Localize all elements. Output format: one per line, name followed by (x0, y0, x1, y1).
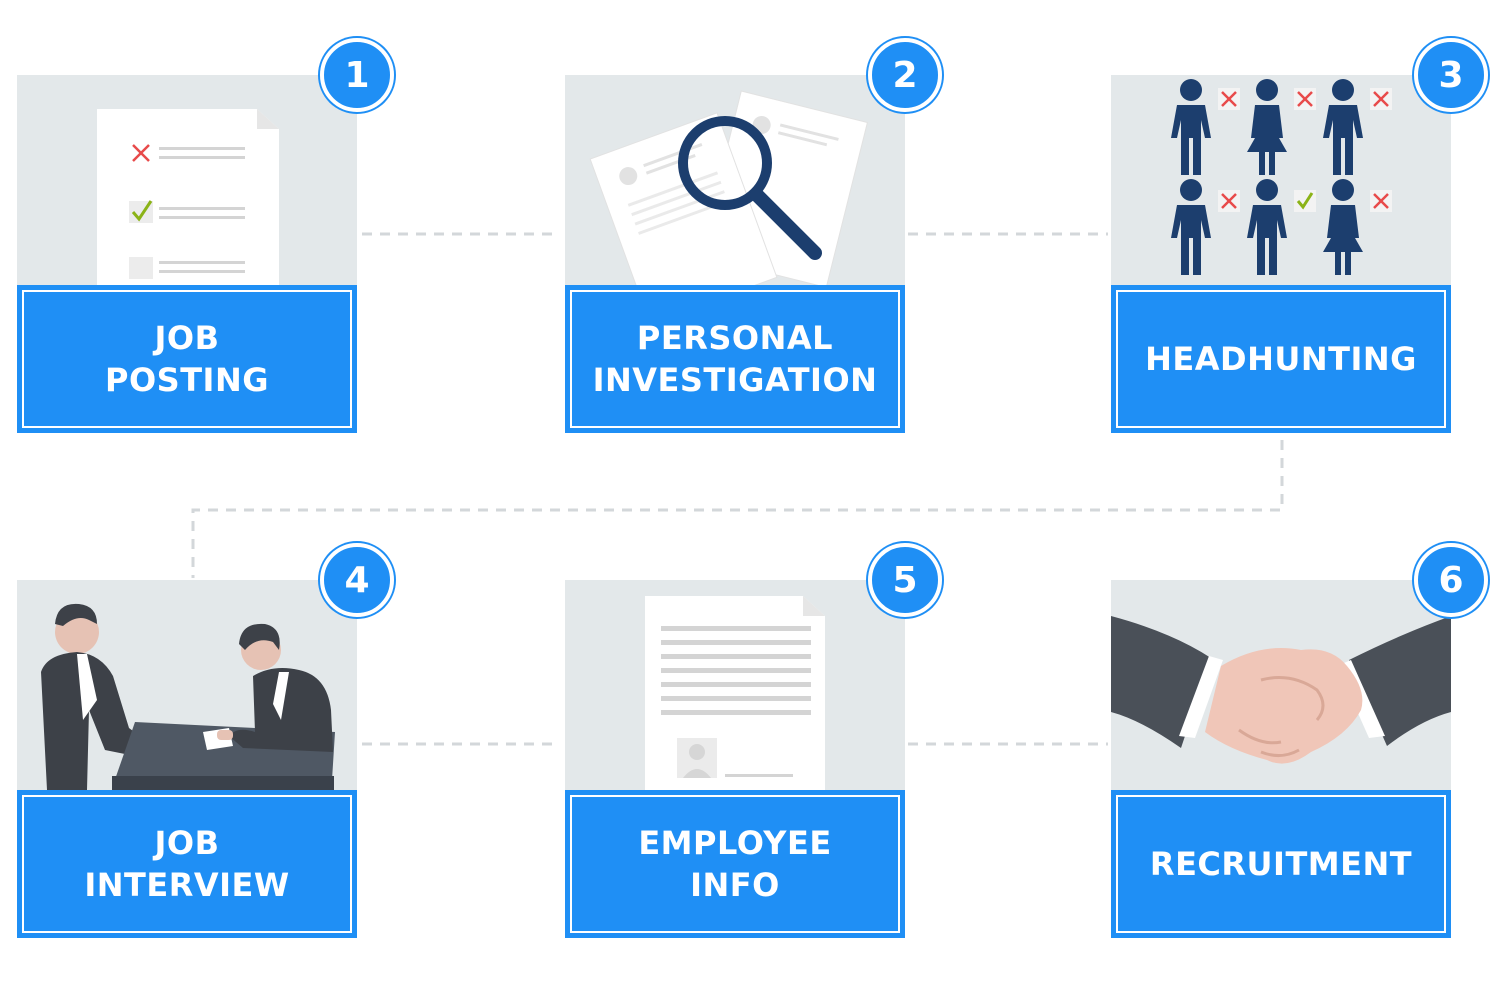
checklist-document-icon (97, 109, 279, 285)
step-4-label-box: JOB INTERVIEW (17, 790, 357, 938)
step-3-number: 3 (1438, 54, 1464, 96)
step-6-number: 6 (1438, 559, 1464, 601)
step-6-label-box: RECRUITMENT (1111, 790, 1451, 938)
step-2-illustration (565, 75, 905, 285)
step-2-label-box: PERSONAL INVESTIGATION (565, 285, 905, 433)
interview-meeting-icon (41, 603, 335, 790)
step-3-card: HEADHUNTING (1111, 75, 1451, 433)
step-6-illustration (1111, 580, 1451, 790)
step-1-badge: 1 (320, 38, 394, 112)
step-3-label: HEADHUNTING (1145, 340, 1417, 378)
step-6-label: RECRUITMENT (1149, 845, 1413, 883)
step-2-number: 2 (892, 54, 918, 96)
step-4-number: 4 (344, 559, 370, 601)
step-1-illustration (17, 75, 357, 285)
step-5-illustration (565, 580, 905, 790)
step-3-illustration (1111, 75, 1451, 285)
step-6-badge: 6 (1414, 543, 1488, 617)
step-1-number: 1 (344, 54, 370, 96)
step-1-label: JOB POSTING (105, 319, 269, 399)
step-4-illustration (17, 580, 357, 790)
step-3-badge: 3 (1414, 38, 1488, 112)
step-2-card: PERSONAL INVESTIGATION (565, 75, 905, 433)
handshake-icon (1111, 616, 1451, 764)
step-1-label-box: JOB POSTING (17, 285, 357, 433)
candidates-selection-icon (1171, 79, 1394, 275)
step-5-badge: 5 (868, 543, 942, 617)
employee-document-icon (645, 596, 825, 790)
step-6-card: RECRUITMENT (1111, 580, 1451, 938)
step-4-card: JOB INTERVIEW (17, 580, 357, 938)
step-1-card: JOB POSTING (17, 75, 357, 433)
connector-3-4 (191, 440, 1284, 578)
step-5-number: 5 (892, 559, 918, 601)
step-4-label: JOB INTERVIEW (84, 824, 290, 904)
step-5-label-box: EMPLOYEE INFO (565, 790, 905, 938)
step-2-label: PERSONAL INVESTIGATION (592, 319, 878, 399)
step-2-badge: 2 (868, 38, 942, 112)
step-3-label-box: HEADHUNTING (1111, 285, 1451, 433)
magnifier-documents-icon (589, 90, 869, 285)
step-5-card: EMPLOYEE INFO (565, 580, 905, 938)
step-4-badge: 4 (320, 543, 394, 617)
step-5-label: EMPLOYEE INFO (638, 824, 832, 904)
